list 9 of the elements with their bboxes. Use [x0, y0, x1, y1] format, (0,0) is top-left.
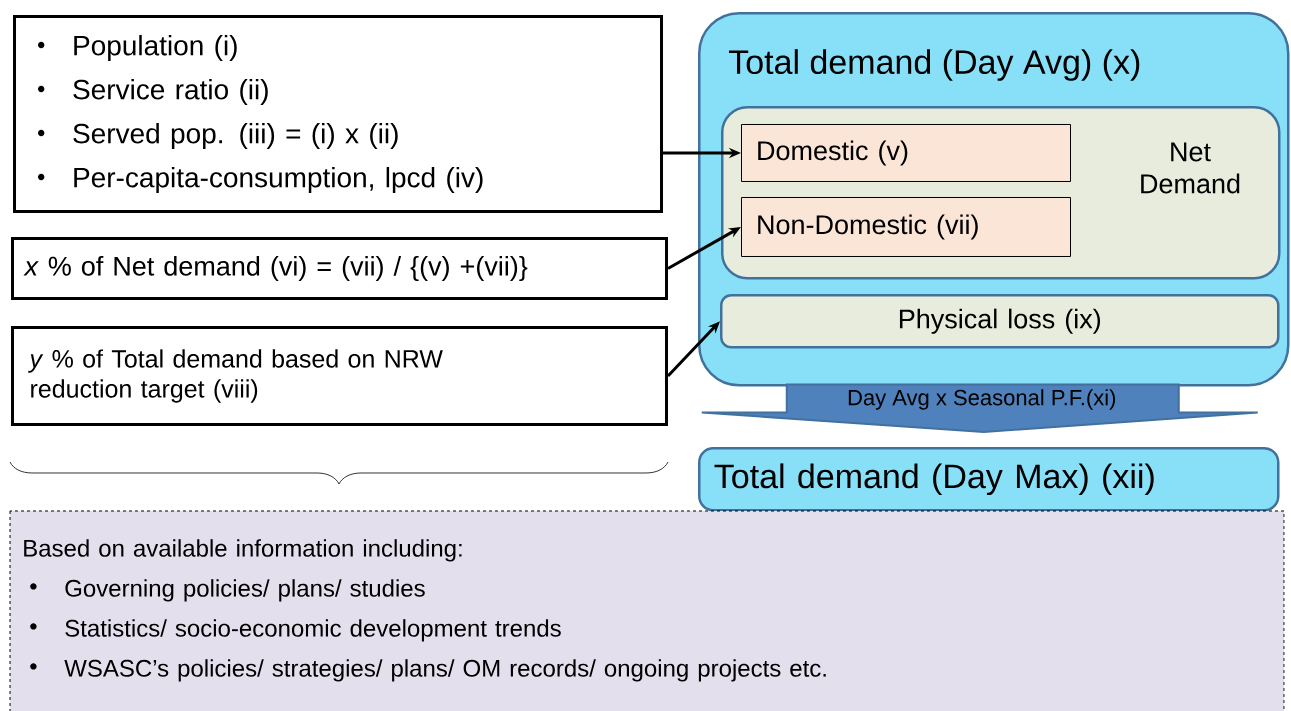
text-box: Non-Domestic (vii): [741, 197, 1071, 257]
text-box: x % of Net demand (vi) = (vii) / {(v) +(vii)}: [11, 237, 668, 300]
edge-label: Day Avg x Seasonal P.F.(xi): [848, 389, 1116, 410]
text-box: Physical loss (ix): [720, 294, 1280, 349]
text-box: Total demand (Day Max) (xii): [698, 447, 1280, 512]
note-box: y % of Total demand based on NRW reduction target (viii): [11, 326, 668, 426]
bullet-list-box: Population (i) Service ratio (ii) Served pop. (iii) = (i) x (ii) Per-capita-consumption, lpcd (iv): [13, 15, 663, 213]
text-box: Domestic (v): [741, 124, 1071, 182]
note-box: Based on available information including: Governing policies/ plans/ studies Statistics/ socio-economic development trends WSASC’s policies/ strategies/ plans/ OM records/ ongoing projects etc.: [9, 510, 1285, 711]
